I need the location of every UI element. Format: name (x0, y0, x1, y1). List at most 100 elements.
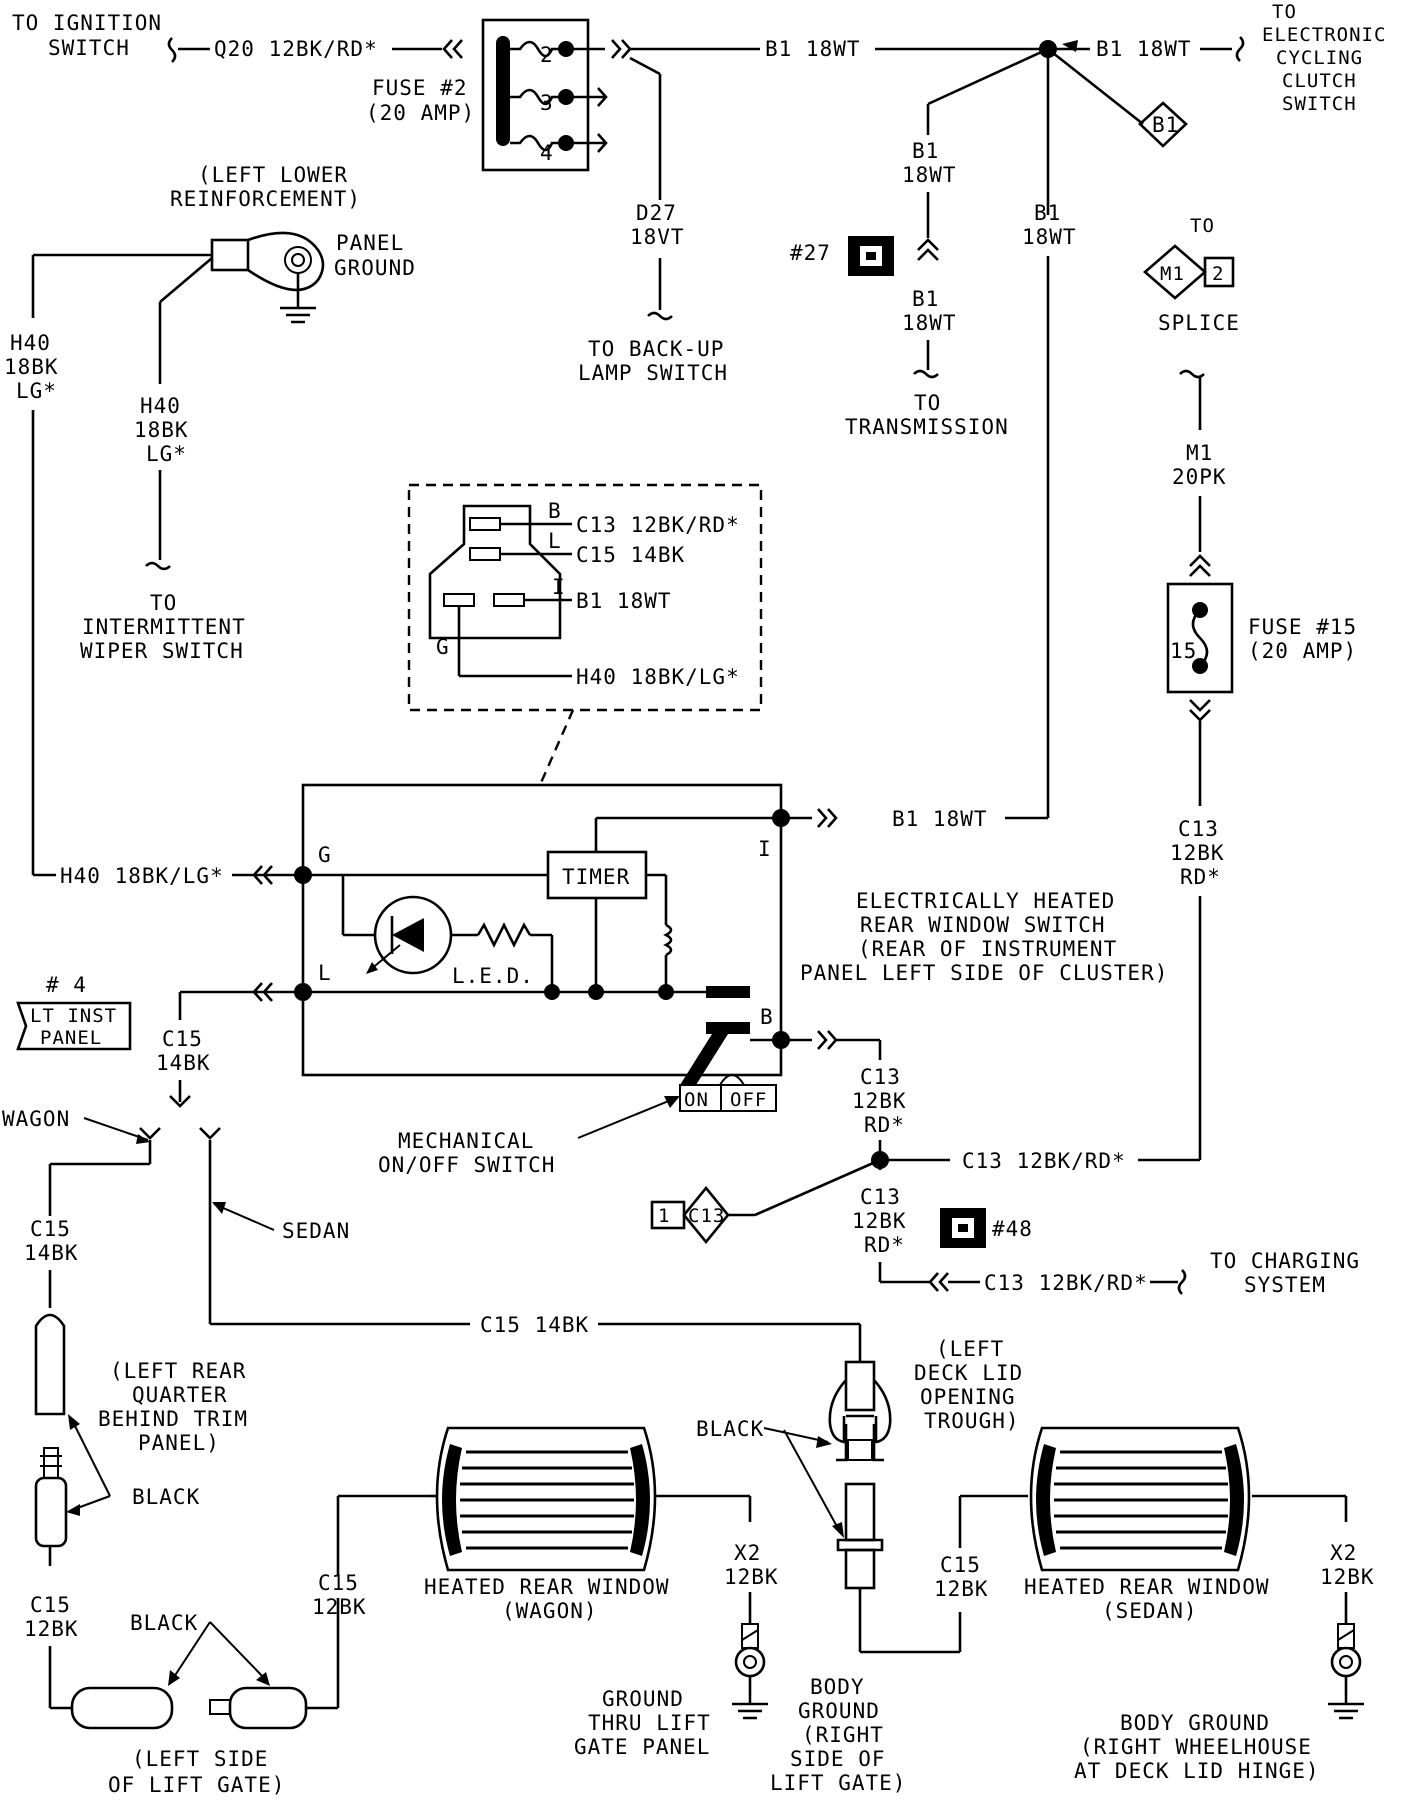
ehr-label-1: ELECTRICALLY HEATED (856, 889, 1115, 913)
b1-switch-label: B1 18WT (892, 807, 988, 831)
sw-on-label: ON (684, 1089, 709, 1111)
ldl-label-4: TROUGH) (924, 1409, 1020, 1433)
lrq-label-2: QUARTER (132, 1383, 228, 1407)
c13b-label-1: C13 (860, 1065, 901, 1089)
fuse15-label-2: (20 AMP) (1248, 639, 1357, 663)
bgr-label-2: (RIGHT WHEELHOUSE (1080, 1735, 1312, 1759)
splice-to-label: TO (1190, 215, 1215, 237)
lift-gate-connector: BLACK (LEFT SIDE OF LIFT GATE) C15 12BK (70, 1494, 428, 1797)
c13b-label-3: RD* (864, 1113, 905, 1137)
h40a-label-2: 18BK (4, 355, 59, 379)
panel-ground: (LEFT LOWER REINFORCEMENT) PANEL GROUND … (4, 163, 416, 875)
pin-i-label: I (552, 575, 566, 599)
lt-label-1: LT INST (30, 1005, 117, 1027)
lrq-label-3: BEHIND TRIM (98, 1407, 248, 1431)
sedan-label: SEDAN (282, 1219, 350, 1243)
heated-rear-window-wagon: HEATED REAR WINDOW (WAGON) X2 12BK GROUN… (424, 1426, 779, 1759)
ecc-label-4: CLUTCH (1282, 70, 1357, 92)
c15c-label-1: C15 (30, 1593, 71, 1617)
lslg-label-2: OF LIFT GATE) (108, 1773, 285, 1797)
c13-diamond-1-label: 1 (658, 1205, 670, 1227)
bgr-label-1: BODY GROUND (1120, 1711, 1270, 1735)
d27-label-1: D27 (636, 201, 677, 225)
bgr-label-3: AT DECK LID HINGE) (1074, 1759, 1320, 1783)
led-label: L.E.D. (452, 964, 534, 988)
b1-diamond-label: B1 (1152, 113, 1179, 137)
fuse2-terminal-3: 3 (540, 91, 554, 115)
sw-g-label: G (318, 843, 332, 867)
black3-label: BLACK (696, 1417, 764, 1441)
gtlg-label-1: GROUND (602, 1687, 684, 1711)
fuse15-label-1: FUSE #15 (1248, 615, 1357, 639)
conn-c13-label: C13 12BK/RD* (576, 513, 740, 537)
fuse2-terminal-4: 4 (540, 141, 554, 165)
c13-diamond-label: C13 (688, 1205, 725, 1227)
c13a-label-1: C13 (1178, 817, 1219, 841)
black1-label: BLACK (132, 1485, 200, 1509)
c15a-label-2: 14BK (156, 1051, 211, 1075)
bg-label-5: LIFT GATE) (770, 1771, 906, 1795)
pin-b-label: B (548, 499, 562, 523)
lt-label-2: PANEL (40, 1027, 102, 1049)
lt-num-label: # 4 (46, 973, 87, 997)
c13-horiz-label: C13 12BK/RD* (962, 1149, 1126, 1173)
deck-lid-connector: BLACK (LEFT DECK LID OPENING TROUGH) BOD… (696, 1337, 1022, 1795)
c15-circuit: # 4 LT INST PANEL C15 14BK WAGON C15 14B… (2, 973, 862, 1362)
hrw-wagon-label-2: (WAGON) (502, 1599, 598, 1623)
c15e-label-2: 12BK (934, 1577, 989, 1601)
ign-label-1: TO IGNITION (12, 11, 162, 35)
splice-2-label: 2 (1212, 263, 1224, 285)
c13-circuit: C13 12BK RD* C13 12BK/RD* 1 C13 C13 12BK… (650, 1065, 1359, 1297)
black2-label: BLACK (130, 1611, 198, 1635)
c15-horiz-label: C15 14BK (480, 1313, 589, 1337)
m1-label-1: M1 (1186, 441, 1213, 465)
ign-label-2: SWITCH (48, 36, 130, 60)
b1-top-bus: B1 18WT B1 18WT TO ELECTRONIC CYCLING CL… (630, 1, 1385, 215)
fuse-15: 15 FUSE #15 (20 AMP) C13 12BK RD* (1138, 582, 1357, 1162)
lrq-label-1: (LEFT REAR (110, 1359, 246, 1383)
conn27-label: #27 (790, 241, 831, 265)
iws-label-1: TO (150, 591, 177, 615)
b1-top-label-b: B1 18WT (1096, 37, 1192, 61)
ldl-label-1: (LEFT (936, 1337, 1004, 1361)
q20-wire-label: Q20 12BK/RD* (214, 37, 378, 61)
d27-wire: D27 18VT TO BACK-UP LAMP SWITCH (578, 56, 727, 385)
fuse2-label-1: FUSE #2 (372, 76, 468, 100)
ldl-label-3: OPENING (920, 1385, 1016, 1409)
c15b-label-2: 14BK (24, 1241, 79, 1265)
iws-label-2: INTERMITTENT (82, 615, 246, 639)
pg-label-2: GROUND (334, 256, 416, 280)
pin-l-label: L (548, 529, 562, 553)
ehr-label-3: (REAR OF INSTRUMENT (858, 937, 1117, 961)
c13b-label-2: 12BK (852, 1089, 907, 1113)
bg-label-1: BODY (810, 1675, 865, 1699)
b1-transmission-branch: B1 18WT #27 B1 18WT TO TRANSMISSION (790, 139, 1009, 439)
b1-right-branch: B1 18WT (1005, 201, 1076, 820)
charge-label-2: SYSTEM (1244, 1273, 1326, 1297)
trans-label-2: TRANSMISSION (845, 415, 1009, 439)
sw-i-label: I (758, 837, 772, 861)
ecc-label-3: CYCLING (1276, 47, 1363, 69)
x2a-label-2: 12BK (724, 1565, 779, 1589)
llr-label-2: REINFORCEMENT) (170, 187, 361, 211)
pin-g-label: G (436, 635, 450, 659)
left-rear-quarter-connector: (LEFT REAR QUARTER BEHIND TRIM PANEL) BL… (24, 1313, 248, 1710)
c13c-label-3: RD* (864, 1233, 905, 1257)
llr-label-1: (LEFT LOWER (198, 163, 348, 187)
conn-b1-label: B1 18WT (576, 589, 672, 613)
splice-m1-label: M1 (1160, 263, 1185, 285)
mech-label-1: MECHANICAL (398, 1129, 534, 1153)
conn-h40-label: H40 18BK/LG* (576, 665, 740, 689)
gtlg-label-2: THRU LIFT (588, 1711, 711, 1735)
trans-label-1: TO (914, 391, 941, 415)
sw-b-label: B (760, 1005, 774, 1029)
ehr-label-2: REAR WINDOW SWITCH (860, 913, 1106, 937)
sw-l-label: L (318, 961, 332, 985)
heated-rear-window-sedan: C15 12BK HEATED REAR WINDOW (SEDAN) X2 1… (934, 1426, 1374, 1783)
c15b-label-1: C15 (30, 1217, 71, 1241)
c13c-label-1: C13 (860, 1185, 901, 1209)
h40a-label-3: LG* (16, 379, 57, 403)
b1-top-label-a: B1 18WT (765, 37, 861, 61)
gtlg-label-3: GATE PANEL (574, 1735, 710, 1759)
conn-c15-label: C15 14BK (576, 543, 685, 567)
